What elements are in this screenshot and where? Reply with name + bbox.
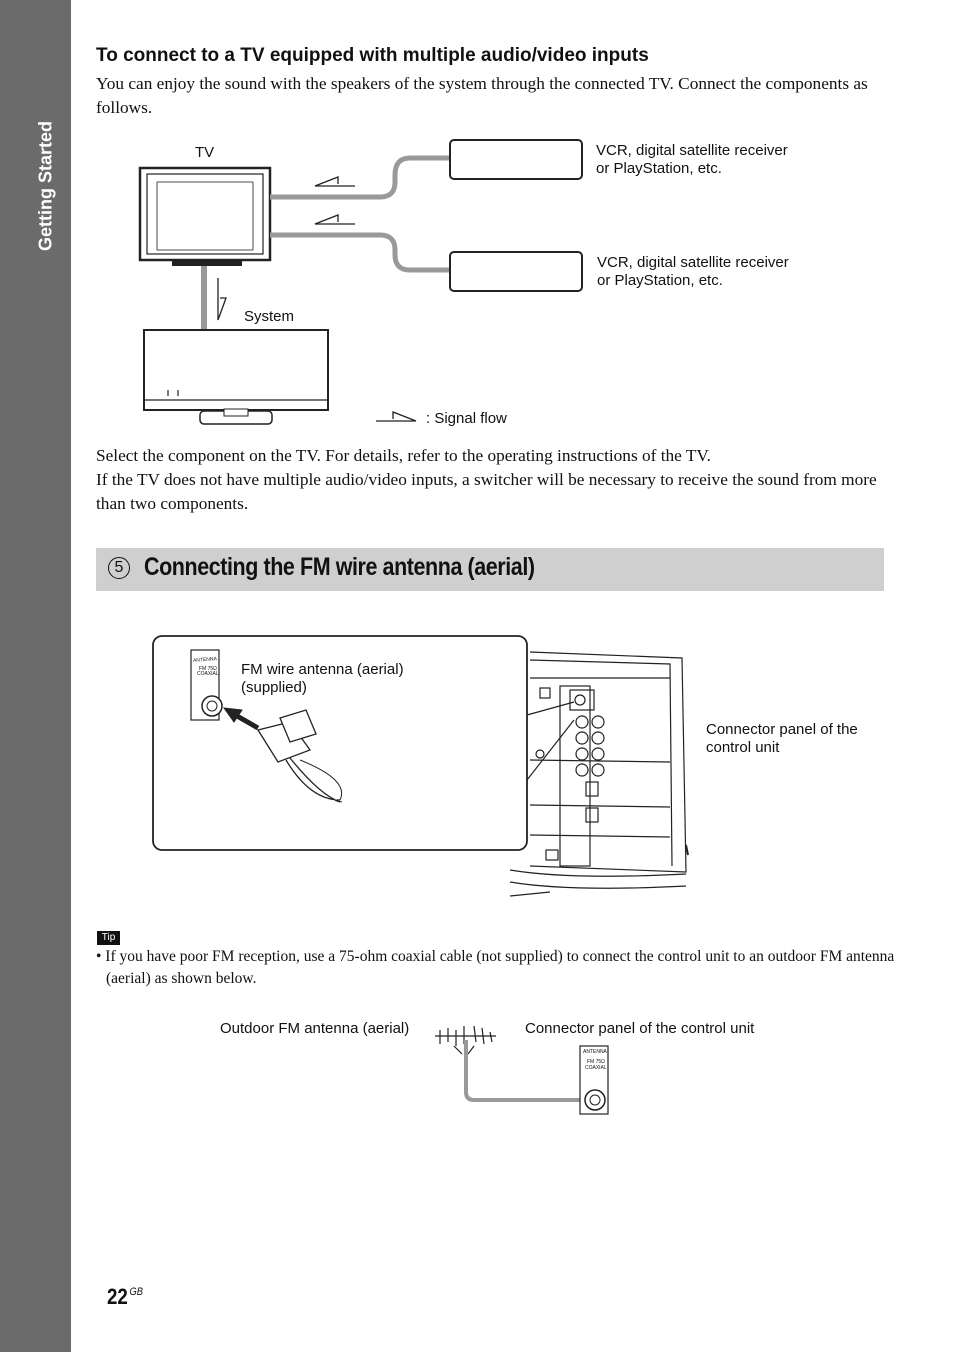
- component-1-label-line1: VCR, digital satellite receiver: [596, 142, 788, 159]
- outdoor-antenna-diagram: [435, 1025, 609, 1115]
- tv-section-intro: You can enjoy the sound with the speaker…: [96, 74, 868, 117]
- cable-to-component-1: [270, 155, 450, 200]
- outdoor-antenna-icon: [435, 1025, 496, 1055]
- component-2-label-line2: or PlayStation, etc.: [597, 272, 723, 289]
- outdoor-jack-text-2: FM 75Ω: [587, 1059, 605, 1065]
- coaxial-cable: [464, 1040, 590, 1102]
- component-1-label-line2: or PlayStation, etc.: [596, 160, 722, 177]
- component-2-box: [449, 251, 583, 292]
- signal-arrow-down: [217, 278, 227, 321]
- outdoor-jack-text-3: COAXIAL: [585, 1065, 607, 1071]
- side-tab: Getting Started: [0, 0, 71, 1352]
- component-2-label-line1: VCR, digital satellite receiver: [597, 254, 789, 271]
- tv-illustration: [138, 166, 272, 266]
- antenna-wire: [299, 759, 343, 803]
- antenna-label-line1: FM wire antenna (aerial): [241, 661, 404, 678]
- signal-arrow-2: [314, 214, 355, 225]
- outdoor-jack-text-1: ANTENNA: [583, 1049, 607, 1055]
- tv-section-after-line2: If the TV does not have multiple audio/v…: [96, 470, 877, 513]
- system-illustration: [143, 329, 329, 425]
- tv-label: TV: [195, 144, 215, 161]
- jack-text-3: COAXIAL: [197, 671, 219, 677]
- page-number-value: 22: [107, 1284, 128, 1309]
- connector-label-line1: Connector panel of the: [706, 721, 858, 738]
- cable-tv-to-system: [201, 266, 207, 330]
- tip-badge: Tip: [97, 931, 120, 945]
- cable-to-component-2: [270, 232, 450, 273]
- antenna-jack: [190, 649, 223, 721]
- control-unit-illustration: [509, 651, 689, 897]
- antenna-plug: [256, 709, 341, 803]
- outdoor-connector-jack: [579, 1045, 609, 1115]
- tv-section-after-line1: Select the component on the TV. For deta…: [96, 446, 711, 465]
- fm-section-header: 5 Connecting the FM wire antenna (aerial…: [96, 548, 884, 591]
- jack-text-2: FM 75Ω: [199, 666, 217, 672]
- section-number: 5: [108, 557, 130, 579]
- antenna-label-line2: (supplied): [241, 679, 307, 696]
- signal-flow-legend-arrow: [376, 411, 417, 422]
- page-number-suffix: GB: [129, 1286, 144, 1298]
- tv-section-heading: To connect to a TV equipped with multipl…: [96, 45, 649, 66]
- signal-arrow-1: [314, 176, 355, 187]
- signal-flow-label: : Signal flow: [426, 410, 507, 427]
- antenna-callout-box: [152, 635, 528, 851]
- outdoor-antenna-label: Outdoor FM antenna (aerial): [220, 1020, 410, 1037]
- connector-label-line2: control unit: [706, 739, 780, 756]
- tip-text: • If you have poor FM reception, use a 7…: [96, 948, 895, 987]
- outdoor-connector-label: Connector panel of the control unit: [525, 1020, 755, 1037]
- side-tab-label: Getting Started: [35, 120, 56, 252]
- system-label: System: [244, 308, 295, 325]
- fm-antenna-diagram: [152, 635, 689, 897]
- fm-section-title: Connecting the FM wire antenna (aerial): [144, 553, 535, 581]
- component-1-box: [449, 139, 583, 180]
- tv-connection-diagram: [138, 139, 583, 425]
- callout-pointer: [526, 701, 575, 781]
